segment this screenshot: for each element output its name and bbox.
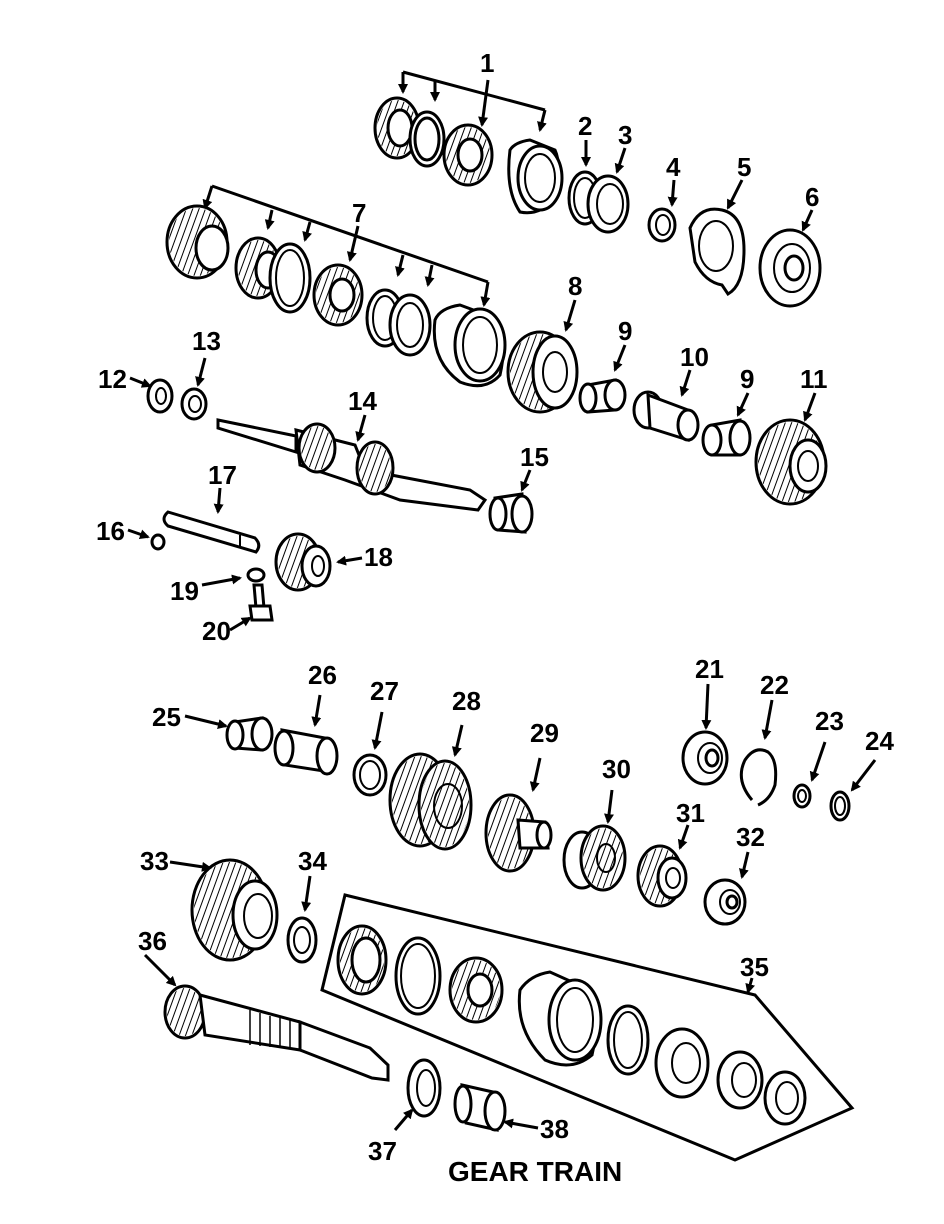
callout-10: 10 [680,342,709,372]
callout-12: 12 [98,364,127,394]
callout-4: 4 [666,152,681,182]
part-9-needle-bearing-a [578,344,627,414]
part-23-washer [792,741,827,809]
callout-27: 27 [370,676,399,706]
part-10-spacer-sleeve [632,369,700,443]
callout-35: 35 [740,952,769,982]
part-32-bearing [703,851,750,926]
part-35-synchronizer-kit [320,893,855,1162]
diagram-title: GEAR TRAIN [448,1156,622,1187]
callout-25: 25 [152,702,181,732]
part-24-clip [829,759,877,822]
callout-32: 32 [736,822,765,852]
part-18-reverse-idler-gear [274,532,363,592]
callout-30: 30 [602,754,631,784]
part-15-needle-bearing [488,469,534,534]
part-30-gear [562,789,627,892]
part-36-countershaft [143,953,390,1082]
callout-13: 13 [192,326,221,356]
callout-17: 17 [208,460,237,490]
callout-38: 38 [540,1114,569,1144]
callout-11: 11 [800,364,828,394]
callout-29: 29 [530,718,559,748]
part-11-gear [754,392,828,506]
callout-18: 18 [364,542,393,572]
part-27-snap-ring [352,711,388,797]
callout-37: 37 [368,1136,397,1166]
callout-16: 16 [96,516,125,546]
part-26-needle-bearing [273,694,339,776]
part-13-washer [180,357,208,421]
part-37-washer [393,1058,442,1131]
callout-15: 15 [520,442,549,472]
part-4-bushing [647,179,678,243]
part-5-retainer-plate [688,179,746,296]
part-38-needle-bearing [453,1083,539,1132]
part-12-washer [129,376,174,414]
callout-9b: 9 [740,364,754,394]
callout-6: 6 [805,182,819,212]
callout-9a: 9 [618,316,632,346]
callout-2: 2 [578,111,592,141]
part-14-mainshaft [216,414,488,512]
part-28-gear [388,724,473,851]
callout-8: 8 [568,271,582,301]
part-19-washer [201,567,266,587]
callout-31: 31 [676,798,705,828]
part-3-blocking-ring [586,147,630,234]
callout-19: 19 [170,576,199,606]
part-31-gear [636,824,690,908]
callout-5: 5 [737,152,751,182]
part-7-synchronizer-group [165,184,507,388]
part-21-bearing [681,683,729,786]
part-9-needle-bearing-b [701,392,752,457]
callout-20: 20 [202,616,231,646]
part-16-ball [127,528,166,551]
part-33-gear [169,858,279,962]
callout-33: 33 [140,846,169,876]
callout-24: 24 [865,726,894,756]
callout-34: 34 [298,846,327,876]
part-25-bearing-race [184,714,274,752]
callout-36: 36 [138,926,167,956]
part-17-pin-shaft [162,487,261,554]
part-22-snap-ring [739,699,778,807]
callout-21: 21 [695,654,724,684]
part-29-gear [484,757,553,873]
callout-26: 26 [308,660,337,690]
callout-22: 22 [760,670,789,700]
part-8-gear [506,299,579,414]
callout-23: 23 [815,706,844,736]
callout-1: 1 [480,48,494,78]
part-20-bolt [229,583,274,632]
callout-7: 7 [352,198,366,228]
callout-14: 14 [348,386,377,416]
part-1-synchronizer-group [373,70,564,215]
part-6-bearing [758,209,822,308]
part-34-washer [286,875,318,964]
callout-3: 3 [618,120,632,150]
callout-28: 28 [452,686,481,716]
